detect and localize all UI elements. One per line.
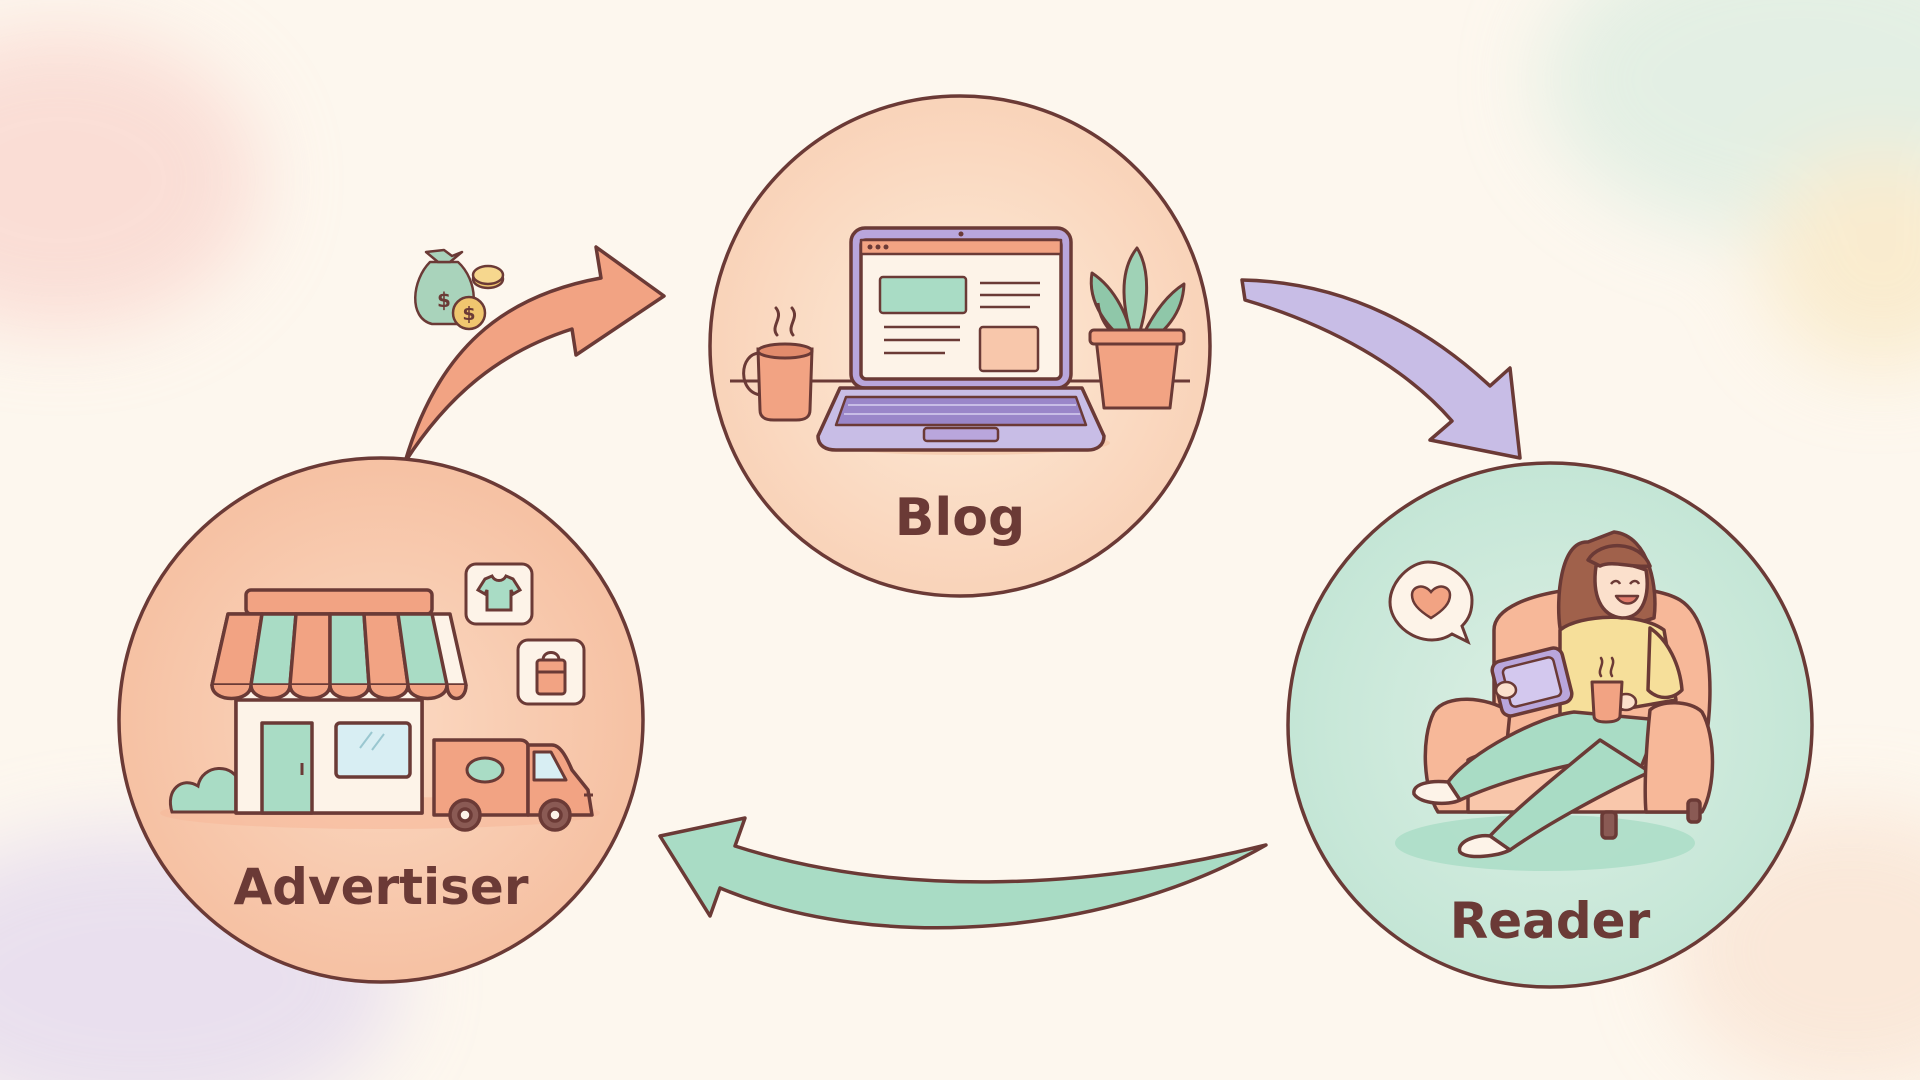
- tshirt-icon: [464, 562, 534, 626]
- money-bag-icon: $ $: [414, 248, 505, 331]
- blog-label: Blog: [894, 488, 1026, 548]
- storefront-icon: [210, 588, 468, 815]
- svg-text:$: $: [437, 288, 451, 312]
- arrow-blog-to-reader: [1240, 278, 1522, 460]
- svg-text:$: $: [462, 303, 475, 325]
- node-blog: [708, 94, 1212, 598]
- node-advertiser: [117, 456, 645, 984]
- arrow-reader-to-advertiser: [658, 816, 1268, 930]
- shopping-bag-icon: [516, 638, 586, 706]
- arrow-advertiser-to-blog: [403, 245, 666, 464]
- tea-mug-icon: [1590, 656, 1624, 724]
- reader-label: Reader: [1449, 892, 1651, 950]
- heart-bubble-icon: [1388, 560, 1474, 646]
- tablet-icon: [1490, 646, 1574, 718]
- coffee-mug-icon: [742, 306, 814, 422]
- laptop-icon: [816, 226, 1106, 452]
- reader-in-armchair-icon: [1412, 530, 1715, 859]
- delivery-van-icon: [432, 738, 594, 832]
- advertiser-label: Advertiser: [233, 858, 529, 916]
- node-reader: [1286, 461, 1814, 989]
- potted-plant-icon: [1088, 246, 1186, 410]
